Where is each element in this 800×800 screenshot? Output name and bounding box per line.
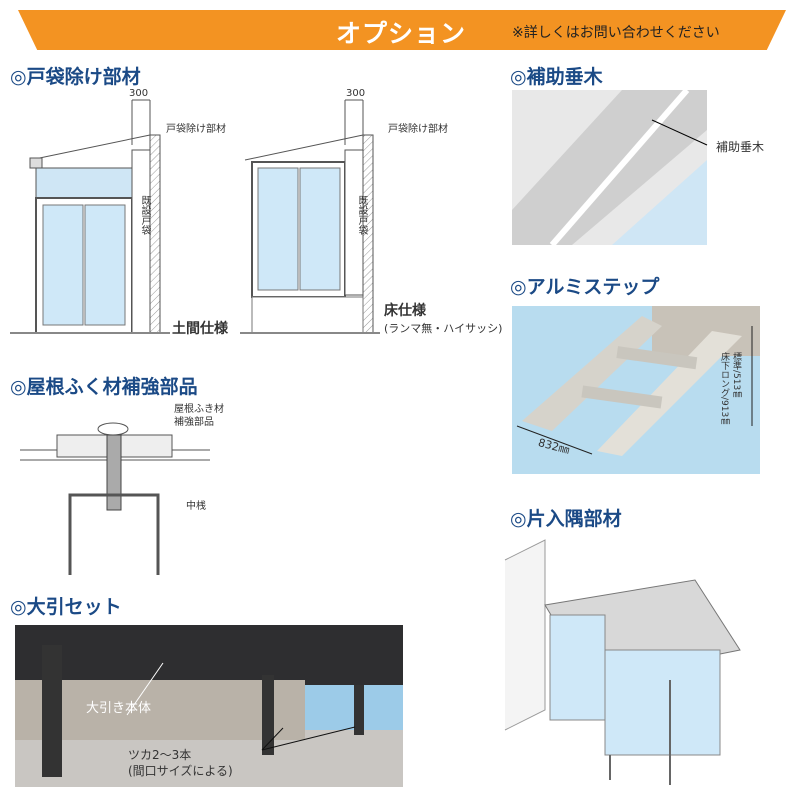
variant-floor-label: 床仕様 <box>384 303 426 319</box>
tobukuro-diagram-floor <box>240 99 380 334</box>
obiki-set-photo <box>15 625 403 787</box>
tobukuro-part-label-a: 戸袋除け部材 <box>166 124 226 135</box>
section-title-tobukuro: ◎戸袋除け部材 <box>10 66 141 88</box>
kata-irisumi-illustration <box>504 539 741 785</box>
dimension-300-b: 300 <box>346 88 366 99</box>
tobukuro-part-label-b: 戸袋除け部材 <box>388 124 448 135</box>
variant-doma-label: 土間仕様 <box>172 321 228 337</box>
existing-tobukuro-label-b: 既設戸袋 <box>356 195 367 235</box>
banner-note: ※詳しくはお問い合わせください <box>512 25 720 41</box>
variant-floor-note: (ランマ無・ハイサッシ) <box>384 322 503 335</box>
banner-title: オプション <box>336 19 467 48</box>
naka-zan-label: 中桟 <box>186 501 206 512</box>
step-height-standard: 標準/513㎜ <box>731 352 741 400</box>
roof-part-label-1: 屋根ふき材 <box>174 404 224 415</box>
section-title-step: ◎アルミステップ <box>510 276 660 298</box>
section-title-roof: ◎屋根ふく材補強部品 <box>10 376 198 398</box>
tsuka-note: (間口サイズによる) <box>128 764 233 778</box>
tobukuro-diagram-doma <box>10 99 170 334</box>
step-height-long: 床下ロング/913㎜ <box>719 352 729 427</box>
section-title-hojo: ◎補助垂木 <box>510 66 603 88</box>
options-banner <box>18 10 786 50</box>
roof-part-label-2: 補強部品 <box>174 417 214 428</box>
roof-reinforcement-diagram <box>20 422 210 575</box>
existing-tobukuro-label-a: 既設戸袋 <box>139 195 150 235</box>
obiki-main-label: 大引き本体 <box>86 701 152 716</box>
section-title-obiki: ◎大引セット <box>10 596 122 618</box>
hojo-taruki-illustration <box>512 88 708 247</box>
tsuka-label: ツカ2〜3本 <box>128 748 192 762</box>
aluminum-step-photo <box>512 306 760 474</box>
section-title-kata: ◎片入隅部材 <box>510 508 622 530</box>
dimension-300-a: 300 <box>129 88 149 99</box>
hojo-part-label: 補助垂木 <box>716 140 765 154</box>
